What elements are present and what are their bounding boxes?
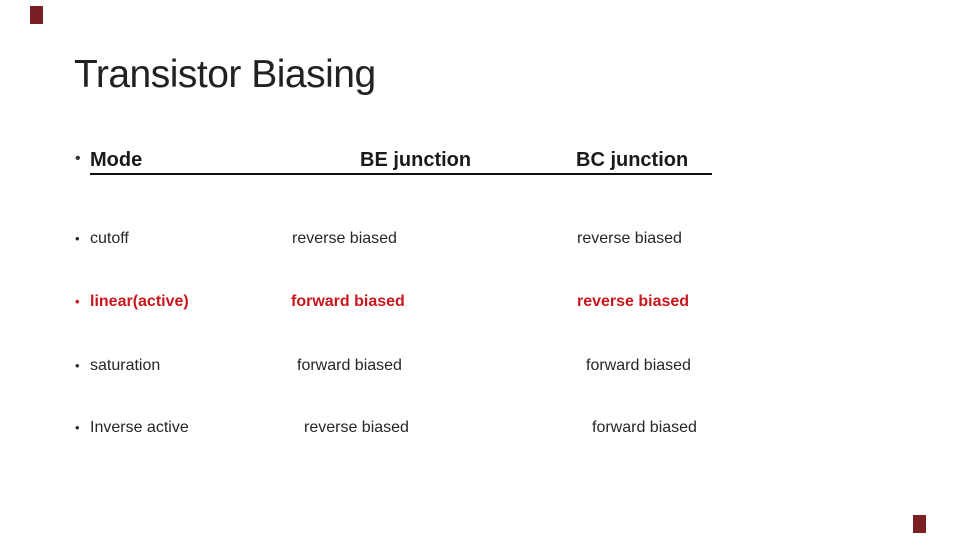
cell-be-junction: reverse biased (304, 419, 409, 436)
cell-mode: cutoff (90, 230, 129, 247)
header-be-junction: BE junction (360, 149, 472, 171)
cell-mode: linear(active) (90, 293, 189, 310)
bullet-icon: • (75, 358, 80, 373)
bullet-icon: • (75, 231, 80, 246)
table-row-cutoff: • cutoff reverse biased reverse biased (0, 229, 960, 251)
cell-bc-junction: reverse biased (577, 230, 682, 247)
table-header-row: • Mode BE junction BC junction (0, 147, 960, 177)
header-underline: Mode BE junction BC junction (90, 147, 712, 175)
table-row-inverse-active: • Inverse active reverse biased forward … (0, 418, 960, 440)
header-bc-junction: BC junction (576, 149, 689, 171)
bullet-icon: • (75, 420, 80, 435)
slide-title: Transistor Biasing (74, 53, 376, 96)
cell-mode: Inverse active (90, 419, 189, 436)
header-mode: Mode (90, 149, 143, 171)
table-row-linear-active: • linear(active) forward biased reverse … (0, 292, 960, 314)
bullet-icon: • (75, 294, 80, 309)
cell-bc-junction: forward biased (586, 357, 691, 374)
cell-be-junction: forward biased (297, 357, 402, 374)
cell-bc-junction: reverse biased (577, 293, 690, 310)
cell-be-junction: reverse biased (292, 230, 397, 247)
cell-be-junction: forward biased (291, 293, 405, 310)
cell-bc-junction: forward biased (592, 419, 697, 436)
table-row-saturation: • saturation forward biased forward bias… (0, 356, 960, 378)
corner-accent-bottom-right-icon (913, 515, 926, 533)
corner-accent-top-left-icon (30, 6, 43, 24)
cell-mode: saturation (90, 357, 161, 374)
bullet-icon: • (75, 150, 81, 167)
